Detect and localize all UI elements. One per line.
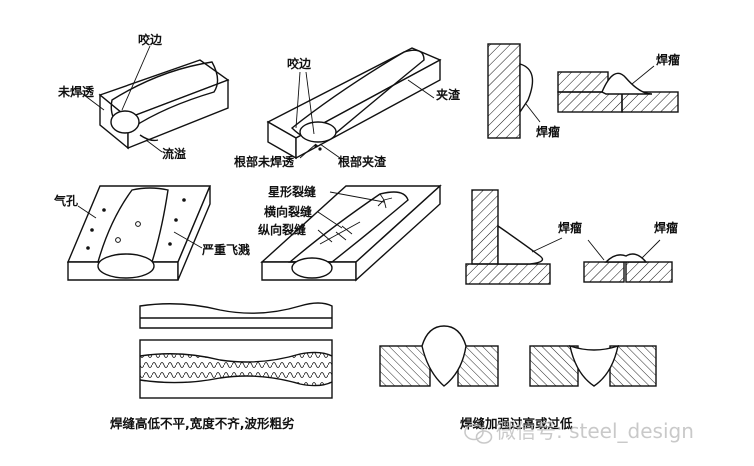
fig-reinforcement	[379, 325, 657, 387]
watermark-text: 微信号: steel_design	[496, 419, 694, 443]
fig-porosity-spatter	[66, 185, 212, 281]
caption-uneven-weld: 焊缝高低不平,宽度不齐,波形粗劣	[110, 416, 295, 431]
label-root-incomplete-penetration: 根部未焊透	[234, 154, 295, 169]
label-undercut-1: 咬边	[138, 32, 163, 47]
label-slag-inclusion: 夹渣	[436, 87, 461, 102]
label-severe-spatter: 严重飞溅	[201, 242, 250, 257]
fig-cracks	[260, 184, 442, 282]
label-star-crack: 星形裂缝	[268, 184, 316, 199]
fig-uneven-weld	[139, 302, 333, 399]
label-longitudinal-crack: 纵向裂缝	[258, 222, 306, 237]
label-overlap-2: 焊瘤	[656, 52, 680, 67]
wechat-icon	[464, 423, 493, 444]
label-overlap-4: 焊瘤	[654, 220, 678, 235]
fig-undercut-penetration	[79, 45, 230, 153]
fig-overlap-2	[465, 189, 673, 285]
label-root-slag-inclusion: 根部夹渣	[338, 154, 387, 169]
caption-reinforcement: 焊缝加强过高或过低	[460, 416, 573, 431]
watermark: 微信号: steel_design	[464, 419, 694, 444]
label-overflow: 流溢	[162, 146, 186, 161]
label-incomplete-penetration-1: 未焊透	[57, 84, 95, 99]
fig-overlap-1	[487, 43, 679, 139]
label-undercut-2: 咬边	[287, 56, 312, 71]
label-overlap-3: 焊瘤	[558, 220, 582, 235]
label-porosity: 气孔	[53, 193, 78, 208]
label-overlap-1: 焊瘤	[536, 124, 560, 139]
fig-slag-root	[266, 47, 442, 160]
label-transverse-crack: 横向裂缝	[264, 204, 312, 219]
